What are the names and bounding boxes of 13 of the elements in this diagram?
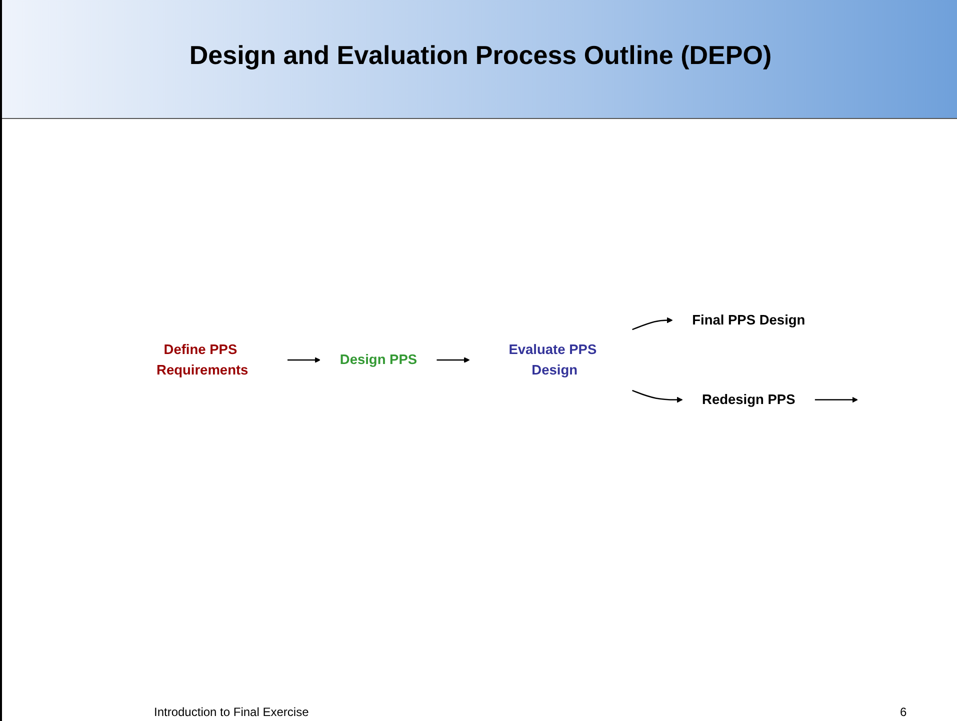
arrow: [632, 390, 683, 403]
footer-text: Introduction to Final Exercise: [154, 705, 309, 719]
arrow: [814, 396, 858, 403]
step-label: Final PPS Design: [692, 312, 806, 328]
page-number: 6: [900, 705, 907, 719]
step-label: Design PPS: [340, 352, 418, 368]
step-label: Redesign PPS: [702, 392, 796, 408]
arrow: [632, 317, 673, 330]
step-label: Evaluate PPS Design: [508, 342, 597, 378]
slide-title: Design and Evaluation Process Outline (DEPO): [188, 40, 773, 71]
arrow: [288, 357, 320, 363]
step-label: Define PPS Requirements: [156, 342, 248, 378]
arrow: [436, 357, 470, 363]
